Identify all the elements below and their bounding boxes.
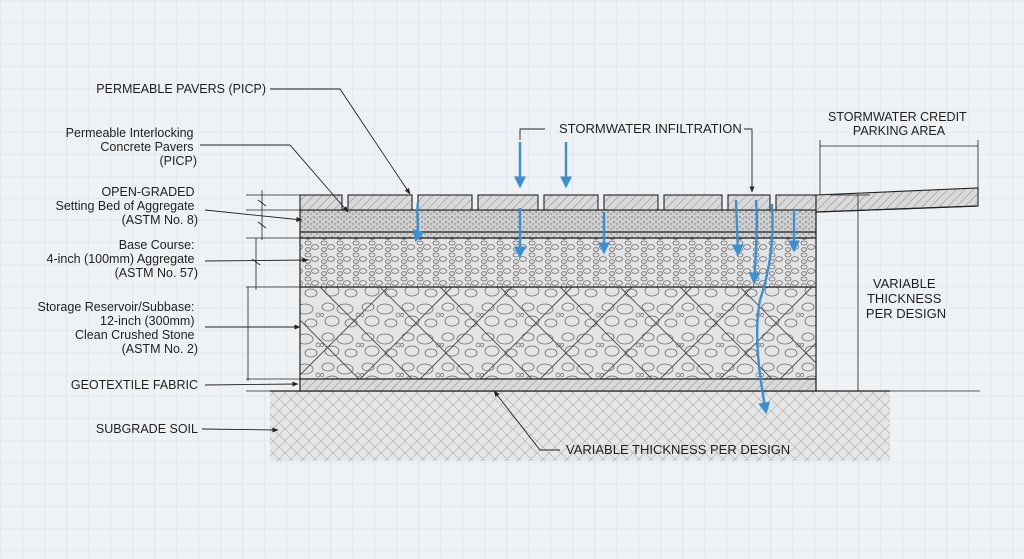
label-base-course-line1: Base Course:	[119, 238, 195, 252]
label-credit-area-line2: PARKING AREA	[853, 124, 946, 138]
leader-lines	[200, 88, 755, 451]
setting-bed-layer	[299, 209, 817, 239]
label-reservoir-line2: 12-inch (300mm)	[100, 314, 194, 328]
label-base-course: Base Course: 4-inch (100mm) Aggregate (A…	[47, 238, 198, 280]
right-dimension-lines	[819, 140, 980, 392]
label-picp-line2: Concrete Pavers	[100, 140, 193, 154]
label-picp-line3: (PICP)	[160, 154, 198, 168]
geotextile-fabric-layer	[299, 378, 817, 392]
label-variable-side-line1: VARIABLE	[873, 276, 936, 291]
label-credit-area-line1: STORMWATER CREDIT	[828, 110, 967, 124]
paver-units	[299, 194, 817, 211]
label-reservoir-line4: (ASTM No. 2)	[122, 342, 198, 356]
infiltration-arrows	[412, 142, 800, 415]
label-geotextile: GEOTEXTILE FABRIC	[71, 378, 198, 392]
left-dimension-lines	[246, 190, 300, 392]
subgrade-soil-layer	[270, 391, 890, 461]
label-credit-area: STORMWATER CREDIT PARKING AREA	[828, 110, 970, 138]
label-base-course-line3: (ASTM No. 57)	[115, 266, 198, 280]
label-variable-side: VARIABLE THICKNESS PER DESIGN	[866, 276, 946, 321]
label-variable-bottom: VARIABLE THICKNESS PER DESIGN	[566, 442, 790, 457]
label-variable-side-line3: PER DESIGN	[866, 306, 946, 321]
label-pavers-title: PERMEABLE PAVERS (PICP)	[96, 82, 266, 96]
reservoir-cross-hatch	[299, 286, 817, 380]
label-reservoir-line3: Clean Crushed Stone	[75, 328, 195, 342]
label-setting-bed-line2: Setting Bed of Aggregate	[56, 199, 195, 213]
label-reservoir: Storage Reservoir/Subbase: 12-inch (300m…	[37, 300, 198, 356]
label-reservoir-line1: Storage Reservoir/Subbase:	[37, 300, 194, 314]
label-picp-line1: Permeable Interlocking	[66, 126, 194, 140]
label-base-course-line2: 4-inch (100mm) Aggregate	[47, 252, 195, 266]
base-course-layer	[299, 237, 817, 288]
label-setting-bed: OPEN-GRADED Setting Bed of Aggregate (AS…	[56, 185, 198, 227]
label-setting-bed-line1: OPEN-GRADED	[101, 185, 194, 199]
label-setting-bed-line3: (ASTM No. 8)	[122, 213, 198, 227]
label-infiltration: STORMWATER INFILTRATION	[559, 121, 742, 136]
label-picp: Permeable Interlocking Concrete Pavers (…	[66, 126, 197, 168]
label-variable-side-line2: THICKNESS	[867, 291, 942, 306]
label-subgrade: SUBGRADE SOIL	[96, 422, 198, 436]
